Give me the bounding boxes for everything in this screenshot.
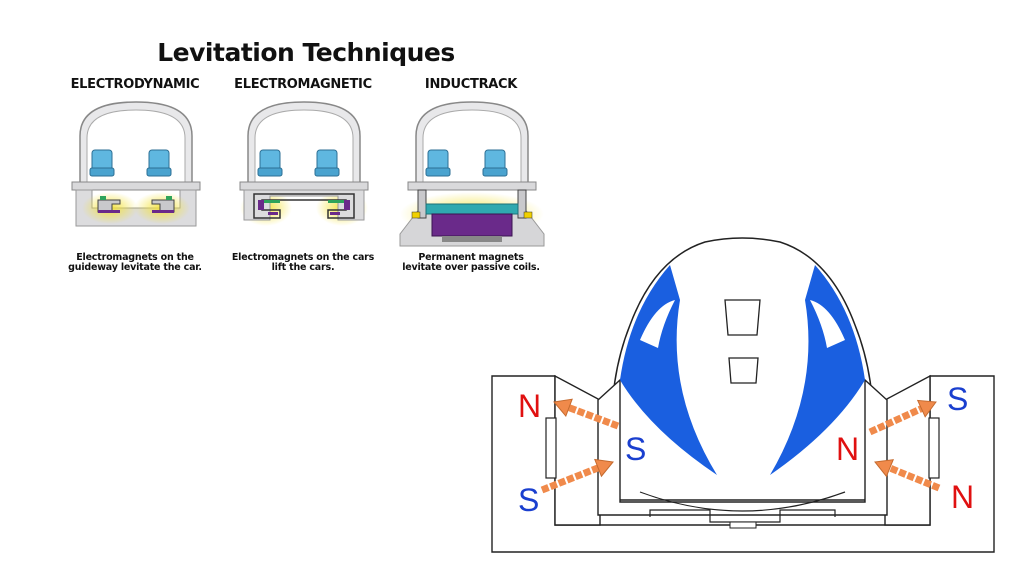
caption-line: levitate over passive coils. [402, 262, 540, 273]
pole-label-left-bottom: S [518, 482, 539, 518]
pole-label-right-bottom: N [951, 479, 974, 515]
left-guideway-wall [554, 374, 601, 526]
pole-label-left-mid: S [625, 431, 646, 467]
electrodynamic-diagram [71, 101, 201, 227]
page-title: Levitation Techniques [157, 38, 455, 67]
right-blue-stripe [770, 265, 865, 475]
caption-line: Electromagnets on the cars [231, 252, 375, 263]
front-window [724, 299, 761, 336]
caption-line: Electromagnets on the [76, 252, 194, 263]
caption-line: lift the cars. [271, 262, 335, 273]
seat-icon [314, 149, 340, 177]
arrow-head [594, 458, 614, 478]
seat-icon [425, 149, 451, 177]
right-guideway-wall [884, 374, 931, 526]
pole-label-left-top: N [518, 388, 541, 424]
seat-icon [482, 149, 508, 177]
magnetic-force-arrows [540, 398, 941, 494]
caption-inductrack: Permanent magnets levitate over passive … [381, 253, 561, 273]
arrow-head [553, 398, 573, 418]
maglev-cross-section-diagram: N S S S N N [491, 237, 995, 553]
inductrack-diagram [399, 101, 545, 247]
caption-line: guideway levitate the car. [68, 262, 202, 273]
arrow-shaft [868, 405, 923, 436]
heading-electromagnetic: ELECTROMAGNETIC [234, 77, 372, 92]
seat-icon [257, 149, 283, 177]
pole-label-right-top: S [947, 381, 968, 417]
heading-inductrack: INDUCTRACK [424, 77, 518, 92]
headlight-window [728, 357, 759, 384]
caption-line: Permanent magnets [418, 252, 524, 263]
arrow-shaft [540, 464, 600, 494]
seat-icon [146, 149, 172, 177]
electromagnetic-diagram [239, 101, 369, 226]
pole-label-right-mid: N [836, 431, 859, 467]
caption-electromagnetic: Electromagnets on the cars lift the cars… [213, 253, 393, 273]
caption-electrodynamic: Electromagnets on the guideway levitate … [45, 253, 225, 273]
left-blue-stripe [620, 265, 717, 475]
arrow-head [874, 459, 894, 478]
heading-electrodynamic: ELECTRODYNAMIC [70, 77, 200, 92]
seat-icon [89, 149, 115, 177]
arrow-head [916, 399, 937, 418]
